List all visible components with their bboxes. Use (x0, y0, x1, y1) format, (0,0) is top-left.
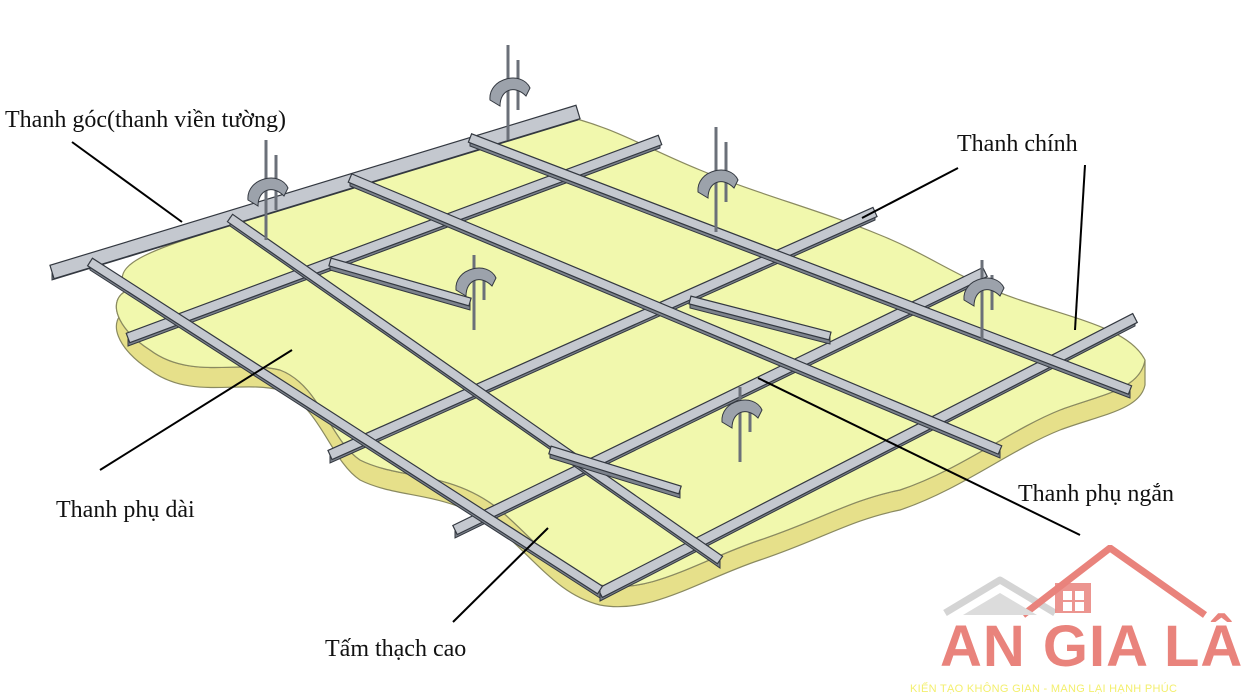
leader-short-cross-tee (757, 377, 1081, 536)
label-short-cross-tee: Thanh phụ ngắn (1018, 481, 1174, 507)
label-long-cross-tee: Thanh phụ dài (56, 497, 195, 523)
leader-lines (71, 141, 1086, 623)
hanger-4 (455, 255, 497, 330)
leader-long-cross-tee (99, 349, 293, 471)
main-tee-bar-1 (125, 134, 663, 347)
short-cross-tee-bar-2 (688, 295, 832, 345)
leader-main-tee-2 (1074, 164, 1086, 331)
hanger-1 (489, 45, 531, 140)
house-roof-icon (943, 545, 1208, 618)
leader-gypsum-board (452, 527, 549, 623)
long-cross-tee-bar-3 (347, 173, 1003, 459)
hanger-5 (963, 260, 1005, 340)
label-gypsum-board: Tấm thạch cao (325, 636, 467, 662)
grid-frame (49, 104, 1139, 602)
an-gia-lam-logo (943, 545, 1208, 618)
hanger-wires (247, 45, 1005, 462)
leader-main-tee-1 (861, 167, 959, 219)
label-main-tee: Thanh chính (957, 131, 1078, 157)
short-cross-tee-bar-1 (328, 257, 472, 311)
label-wall-angle: Thanh góc(thanh viền tường) (5, 107, 286, 133)
long-cross-tee-bar-1 (86, 257, 604, 599)
long-cross-tee-bar-4 (467, 133, 1133, 399)
leader-wall-angle (71, 141, 183, 223)
wall-angle-bar (49, 104, 581, 281)
hanger-3 (697, 127, 739, 232)
logo-slogan: KIẾN TẠO KHÔNG GIAN - MANG LẠI HẠNH PHÚC (910, 683, 1178, 695)
hanger-6 (721, 387, 763, 462)
short-cross-tee-bar-3 (548, 445, 682, 499)
hanger-2 (247, 140, 289, 240)
logo-brand-name: AN GIA LÂM (940, 614, 1245, 679)
main-tee-bar-2 (327, 206, 878, 464)
